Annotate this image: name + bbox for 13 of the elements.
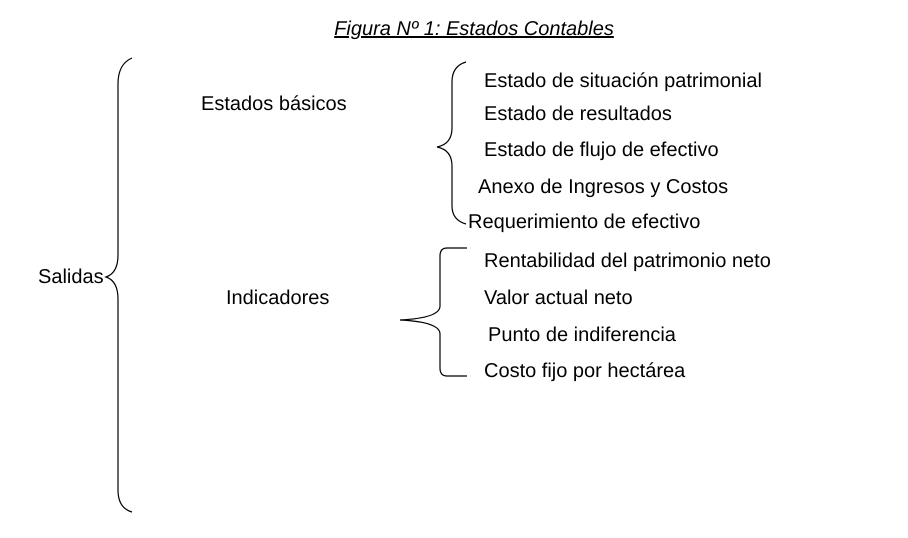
outline-label: Estado de situación patrimonial bbox=[484, 69, 762, 93]
outline-label: Punto de indiferencia bbox=[488, 323, 676, 347]
outline-label: Estado de flujo de efectivo bbox=[484, 138, 719, 162]
outline-label: Estados básicos bbox=[201, 92, 347, 116]
figure-title: Figura Nº 1: Estados Contables bbox=[334, 18, 614, 40]
outline-label: Costo fijo por hectárea bbox=[484, 359, 686, 383]
outline-label: Rentabilidad del patrimonio neto bbox=[484, 249, 771, 273]
outline-label: Estado de resultados bbox=[484, 102, 672, 126]
outline-label: Valor actual neto bbox=[484, 286, 633, 310]
outline-label: Requerimiento de efectivo bbox=[468, 210, 700, 234]
outline-label: Indicadores bbox=[226, 286, 330, 310]
outline-label: Anexo de Ingresos y Costos bbox=[478, 175, 728, 199]
outline-label: Salidas bbox=[38, 265, 104, 289]
